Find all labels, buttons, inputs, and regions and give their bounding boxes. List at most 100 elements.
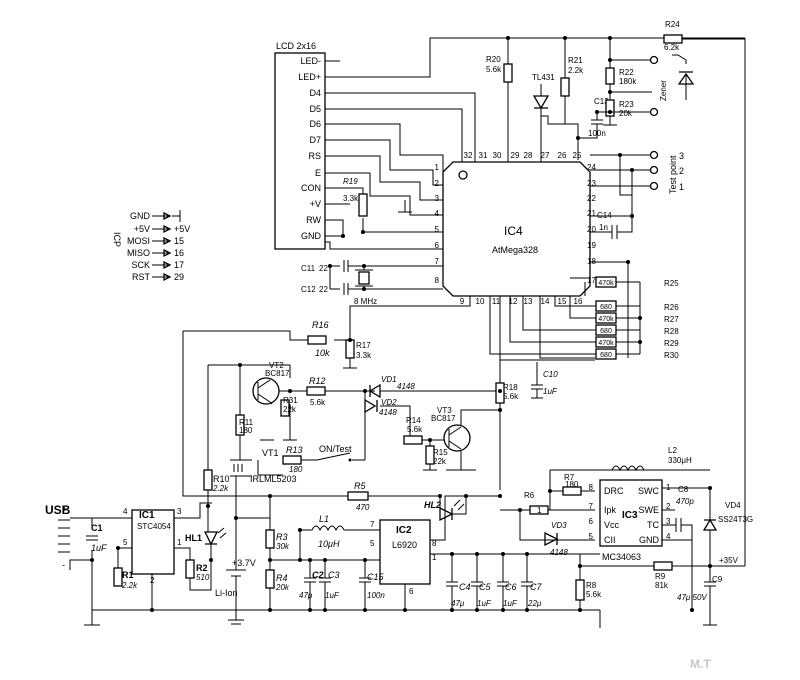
r12-body bbox=[306, 386, 326, 396]
r8-val: 5.6k bbox=[586, 590, 602, 599]
icp-title: ICP bbox=[112, 232, 122, 247]
junction-dot bbox=[595, 110, 599, 114]
r22-body bbox=[605, 67, 615, 85]
ic4-part: AtMega328 bbox=[492, 245, 538, 255]
junction-dot bbox=[428, 438, 432, 442]
r9-ref: R9 bbox=[655, 572, 666, 581]
junction-dot bbox=[268, 494, 272, 498]
junction-dot bbox=[298, 528, 302, 532]
ic4-bottom-pin: 16 bbox=[574, 297, 583, 306]
rnet-value: 680 bbox=[600, 352, 612, 359]
c10-ref: C10 bbox=[543, 370, 558, 379]
r31-ref: R31 bbox=[283, 396, 298, 405]
ic3-body bbox=[599, 479, 663, 547]
junction-dot bbox=[501, 608, 505, 612]
ic4-bottom-pin: 13 bbox=[524, 297, 533, 306]
r24-body bbox=[663, 34, 683, 44]
lcd-body bbox=[274, 52, 326, 250]
zener-pin-top bbox=[649, 55, 659, 65]
r24-ref: R24 bbox=[665, 20, 680, 29]
junction-dot bbox=[563, 36, 567, 40]
ic4-bottom-pin: 15 bbox=[558, 297, 567, 306]
r13-ref: R13 bbox=[286, 445, 303, 455]
junction-dot bbox=[150, 608, 154, 612]
ic3-right-pin-num: 4 bbox=[666, 532, 671, 541]
r3-val: 30k bbox=[276, 542, 290, 551]
usb-minus: - bbox=[62, 560, 65, 570]
junction-dot bbox=[506, 36, 510, 40]
junction-dot bbox=[323, 558, 327, 562]
ic3-left-pin-name: CII bbox=[604, 535, 616, 545]
junction-dot bbox=[608, 90, 612, 94]
junction-dot bbox=[403, 608, 407, 612]
r9-body bbox=[653, 561, 673, 571]
r10-ref: R10 bbox=[213, 474, 230, 484]
battery: +3.7V Li-Ion bbox=[215, 476, 271, 625]
r8-ref: R8 bbox=[586, 581, 597, 590]
c7-ref: C7 bbox=[530, 582, 542, 592]
lcd-pin-label: LED+ bbox=[298, 72, 321, 82]
lcd-pin-label: D7 bbox=[309, 135, 321, 145]
c11-val: 22 bbox=[319, 264, 328, 273]
ic4-right-pin: 21 bbox=[587, 209, 596, 218]
vd4-ref: VD4 bbox=[725, 501, 741, 510]
r21-ref: R21 bbox=[568, 56, 583, 65]
ic4-left-pin: 3 bbox=[435, 194, 440, 203]
lcd-pin-label: GND bbox=[301, 231, 322, 241]
lcd-pin-label: D5 bbox=[309, 104, 321, 114]
r17-body bbox=[345, 339, 355, 359]
ic4-pin1-marker bbox=[458, 170, 468, 180]
ic4-bottom-pin: 11 bbox=[492, 297, 501, 306]
r19-body bbox=[358, 193, 368, 217]
r14-body bbox=[403, 435, 423, 445]
junction-dot bbox=[308, 558, 312, 562]
ic4-left-pin: 4 bbox=[435, 209, 440, 218]
v35-label: +35V bbox=[719, 556, 739, 565]
junction-dot bbox=[348, 338, 352, 342]
ic1-part: STC4054 bbox=[137, 522, 171, 531]
r1-body bbox=[113, 567, 123, 587]
junction-dot bbox=[475, 552, 479, 556]
ic4-left-pin: 5 bbox=[435, 225, 440, 234]
junction-dot bbox=[548, 489, 552, 493]
tl431-label: TL431 bbox=[532, 73, 555, 82]
r9-val: 81k bbox=[655, 581, 669, 590]
ic4-top-pin: 26 bbox=[558, 151, 567, 160]
l2-ref: L2 bbox=[668, 446, 677, 455]
junction-dot bbox=[450, 552, 454, 556]
test-point-3[interactable] bbox=[649, 150, 659, 160]
ic4-right-pin: 17 bbox=[587, 276, 596, 285]
ic4-top-pin: 27 bbox=[541, 151, 550, 160]
icp-arrow bbox=[163, 260, 172, 270]
rnet-ref: R28 bbox=[664, 327, 679, 336]
icp-arrow bbox=[163, 211, 172, 221]
r19-ref: R19 bbox=[343, 177, 358, 186]
junction-dot bbox=[363, 608, 367, 612]
r1-ref: R1 bbox=[122, 570, 134, 580]
zener-label: Zener bbox=[659, 80, 668, 101]
c6-val: 1uF bbox=[503, 599, 518, 608]
ic2-ref: IC2 bbox=[396, 525, 412, 536]
ic1-pin5: 5 bbox=[123, 538, 128, 547]
vt3-section: VT3 BC817 R14 5.6k R15 22k R18 5.6k bbox=[403, 382, 519, 490]
r11-val: 180 bbox=[239, 426, 253, 435]
junction-dot bbox=[363, 389, 367, 393]
junction-dot bbox=[608, 110, 612, 114]
c6-ref: C6 bbox=[505, 582, 517, 592]
junction-dot bbox=[578, 564, 582, 568]
junction-dot bbox=[268, 558, 272, 562]
test-point-2[interactable] bbox=[649, 165, 659, 175]
lcd-pin-label: E bbox=[315, 168, 321, 178]
r23-ref: R23 bbox=[619, 100, 634, 109]
ic2-part: L6920 bbox=[392, 540, 417, 550]
c3-val: 1uF bbox=[325, 591, 340, 600]
test-point-1[interactable] bbox=[649, 181, 659, 191]
ic4-right-pin: 20 bbox=[587, 225, 596, 234]
junction-dot bbox=[362, 287, 366, 291]
junction-dot bbox=[323, 608, 327, 612]
junction-dot bbox=[525, 552, 529, 556]
vt1-section: VT1 IRLML5203 R13 180 ON/Test bbox=[230, 444, 365, 484]
